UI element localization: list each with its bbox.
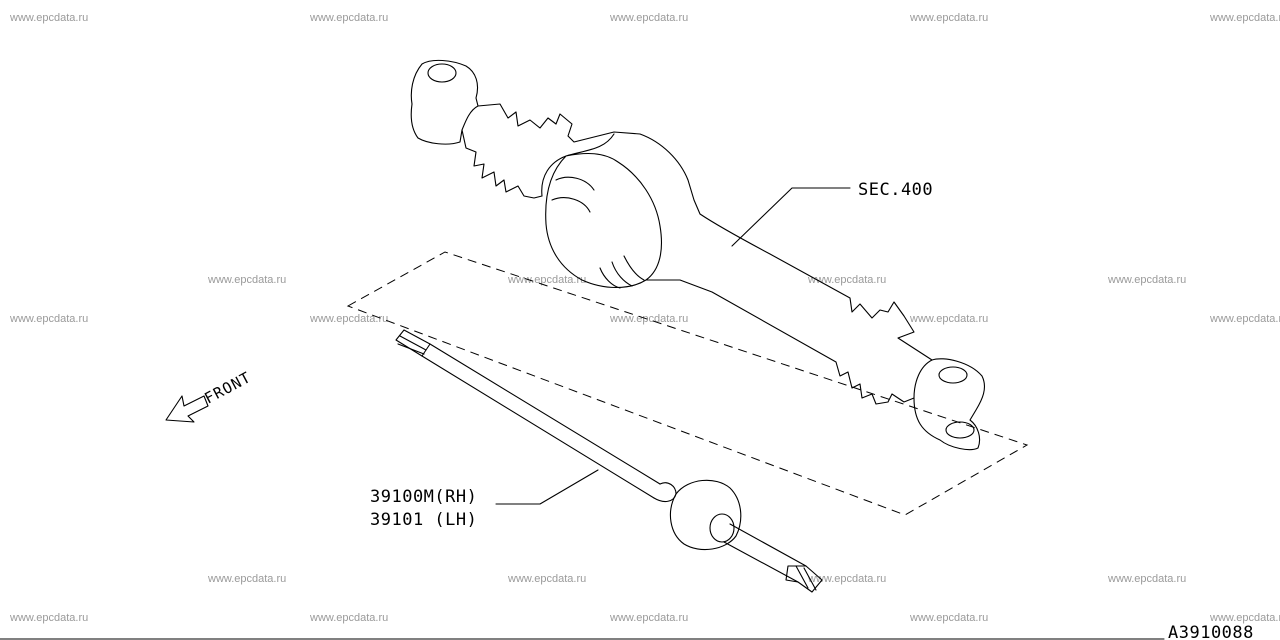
figure-code: A3910088: [1168, 623, 1254, 640]
spline-line: [399, 335, 427, 351]
watermark-layer: www.epcdata.ru www.epcdata.ru www.epcdat…: [9, 12, 1280, 624]
shaft-rh-part-label: 39100M(RH): [370, 487, 477, 507]
watermark: www.epcdata.ru: [507, 274, 586, 286]
outer-shaft: [723, 523, 807, 583]
left-axle-tube-lower: [461, 129, 543, 199]
left-flange-bore: [427, 63, 457, 83]
drive-shaft: [395, 329, 823, 593]
front-direction-indicator: FRONT: [165, 368, 254, 423]
watermark: www.epcdata.ru: [1209, 12, 1280, 24]
watermark: www.epcdata.ru: [1209, 313, 1280, 325]
shaft-leader-line: [495, 469, 599, 505]
differential-rib: [551, 197, 591, 213]
left-axle-flange: [410, 59, 479, 145]
spline-line: [803, 567, 817, 591]
housing-leader-line: [731, 187, 851, 247]
axle-housing: [410, 59, 985, 451]
watermark: www.epcdata.ru: [9, 612, 88, 624]
watermark: www.epcdata.ru: [807, 274, 886, 286]
left-axle-tube: [477, 103, 933, 361]
right-axle-flange: [913, 358, 985, 451]
shaft-collar: [653, 482, 677, 503]
differential-rib: [611, 261, 633, 287]
watermark: www.epcdata.ru: [1107, 274, 1186, 286]
front-arrow-icon: [165, 395, 209, 423]
differential-rib: [555, 176, 595, 191]
shaft-body: [421, 343, 661, 499]
watermark: www.epcdata.ru: [309, 313, 388, 325]
right-axle-tube-lower: [645, 279, 915, 405]
differential-rib: [623, 255, 645, 281]
watermark: www.epcdata.ru: [1107, 573, 1186, 585]
outer-spline: [785, 565, 823, 593]
watermark: www.epcdata.ru: [207, 274, 286, 286]
spline-line: [795, 565, 809, 589]
watermark: www.epcdata.ru: [1209, 612, 1280, 624]
spline-line: [397, 343, 425, 355]
shaft-lh-part-label: 39101 (LH): [370, 510, 477, 530]
watermark: www.epcdata.ru: [609, 612, 688, 624]
watermark: www.epcdata.ru: [909, 313, 988, 325]
watermark: www.epcdata.ru: [309, 12, 388, 24]
right-flange-bore-upper: [938, 366, 968, 384]
watermark: www.epcdata.ru: [609, 313, 688, 325]
watermark: www.epcdata.ru: [909, 612, 988, 624]
housing-section-label: SEC.400: [858, 180, 933, 200]
front-label: FRONT: [201, 368, 254, 407]
differential-rib: [599, 267, 621, 289]
cv-joint-boot: [669, 479, 742, 551]
watermark: www.epcdata.ru: [507, 573, 586, 585]
watermark: www.epcdata.ru: [9, 12, 88, 24]
right-flange-bore-lower: [945, 421, 975, 439]
watermark: www.epcdata.ru: [609, 12, 688, 24]
dashed-assembly-outline: [346, 251, 1029, 516]
watermark: www.epcdata.ru: [309, 612, 388, 624]
differential-carrier: [541, 133, 663, 288]
watermark: www.epcdata.ru: [9, 313, 88, 325]
watermark: www.epcdata.ru: [207, 573, 286, 585]
cv-joint-ring: [709, 513, 735, 543]
watermark: www.epcdata.ru: [807, 573, 886, 585]
watermark: www.epcdata.ru: [909, 12, 988, 24]
